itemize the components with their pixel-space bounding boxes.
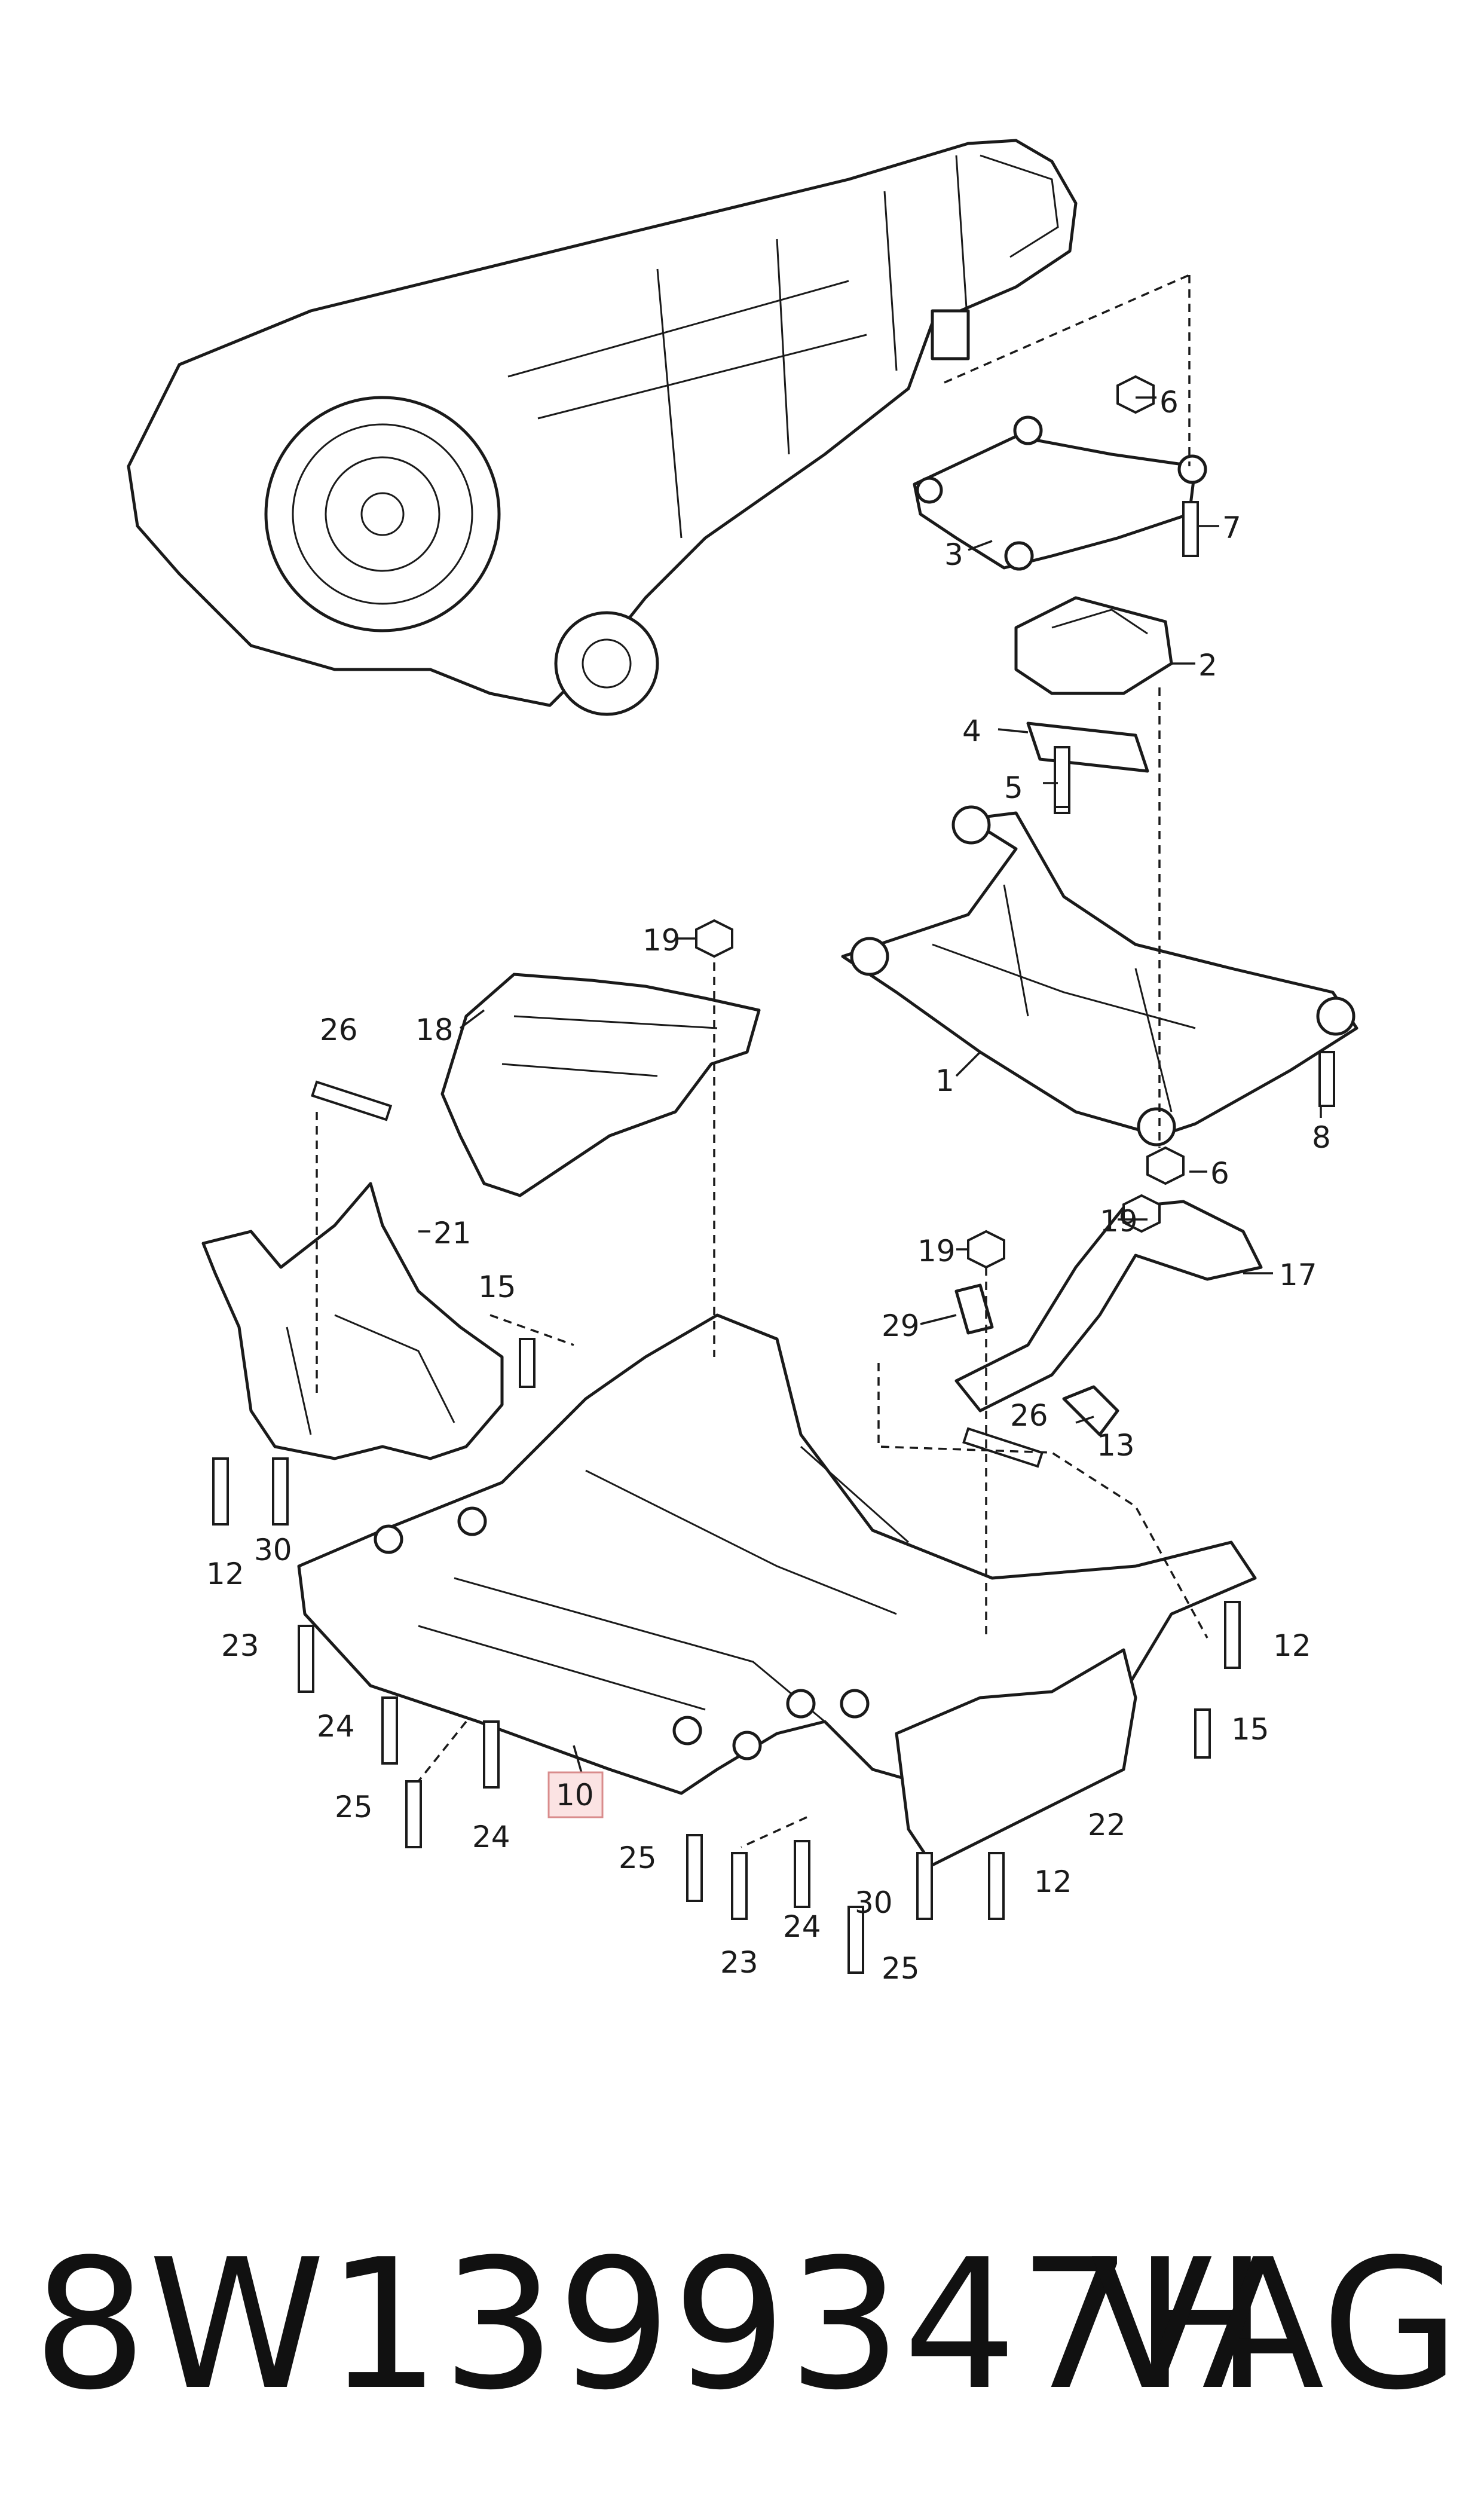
callout-25-mid: 25 xyxy=(619,1841,657,1875)
callout-17: 17 xyxy=(1279,1258,1317,1292)
callout-7: 7 xyxy=(1222,510,1241,545)
callout-30-bottom: 30 xyxy=(855,1885,893,1920)
callout-15-right: 15 xyxy=(1231,1712,1269,1747)
assembly-dashed-lines xyxy=(316,274,1208,1848)
heat-shield xyxy=(440,973,761,1197)
highlight-box xyxy=(547,1771,604,1818)
front-subframe xyxy=(297,1313,1257,1795)
callout-29: 29 xyxy=(882,1309,920,1343)
part-number: 8W1399347H xyxy=(33,2221,1270,2429)
callout-23-left: 23 xyxy=(221,1628,259,1663)
left-bracket xyxy=(201,1182,504,1460)
callout-24-left: 24 xyxy=(317,1709,355,1744)
brand-name: VAG xyxy=(1090,2221,1460,2429)
callout-3: 3 xyxy=(944,537,963,572)
callout-19: 19 xyxy=(642,923,681,958)
callout-25-bottom: 25 xyxy=(882,1951,920,1986)
callout-12-bottom: 12 xyxy=(1034,1864,1072,1899)
callout-4: 4 xyxy=(962,714,981,748)
callout-30-left: 30 xyxy=(254,1533,292,1567)
callout-5: 5 xyxy=(1004,771,1023,805)
callout-23-bottom: 23 xyxy=(720,1945,758,1980)
callout-25-left: 25 xyxy=(335,1790,373,1824)
exploded-parts-diagram: 6 7 3 2 4 5 1 8 6 19 26 18 21 19 19 17 1… xyxy=(127,139,1358,1986)
callout-6-lower: 6 xyxy=(1210,1156,1229,1191)
callout-22: 22 xyxy=(1088,1808,1126,1842)
callout-15: 15 xyxy=(478,1270,516,1304)
callout-12-left: 12 xyxy=(206,1557,244,1591)
rear-subframe xyxy=(841,805,1358,1147)
callout-24-mid: 24 xyxy=(472,1820,510,1854)
gearbox-mount-bracket xyxy=(913,415,1207,773)
callout-8: 8 xyxy=(1312,1120,1331,1155)
small-brackets xyxy=(954,1283,1119,1436)
callout-labels: 6 7 3 2 4 5 1 8 6 19 26 18 21 19 19 17 1… xyxy=(206,385,1331,1986)
cross-member xyxy=(954,1200,1263,1413)
callout-13: 13 xyxy=(1097,1428,1135,1463)
callout-26-right: 26 xyxy=(1010,1398,1048,1433)
callout-1: 1 xyxy=(935,1063,954,1098)
callout-19-right: 19 xyxy=(917,1234,956,1268)
callout-26: 26 xyxy=(320,1013,358,1047)
callout-12-right: 12 xyxy=(1273,1628,1311,1663)
transmission-assembly xyxy=(127,139,1078,716)
bolts xyxy=(212,375,1335,1974)
callout-24-bottom: 24 xyxy=(783,1909,821,1944)
callout-6: 6 xyxy=(1159,385,1179,420)
callout-2: 2 xyxy=(1198,648,1217,683)
footer: 8W1399347H VAG xyxy=(0,2200,1484,2451)
callout-18: 18 xyxy=(415,1013,454,1047)
callout-19-right-top: 19 xyxy=(1100,1204,1138,1239)
callout-10-highlight: 10 xyxy=(556,1778,594,1812)
callout-21: 21 xyxy=(433,1216,472,1251)
